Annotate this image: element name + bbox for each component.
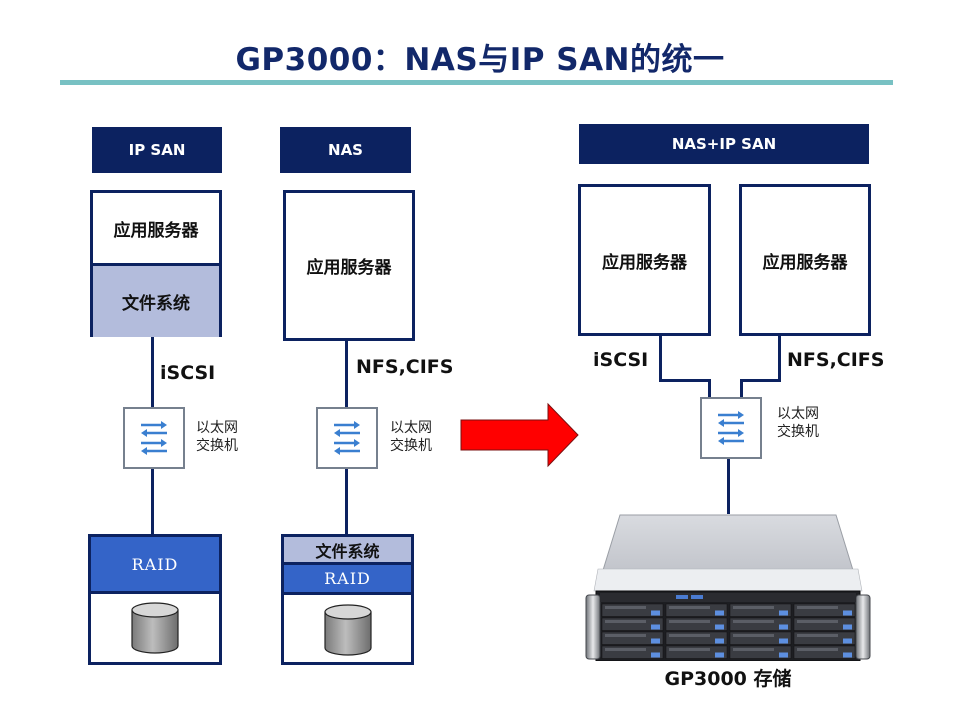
slide-title: GP3000：NAS与IP SAN的统一 bbox=[235, 42, 725, 78]
switch-label-line-1: 以太网 bbox=[196, 420, 238, 436]
nas-raid: RAID bbox=[284, 565, 411, 595]
storage-caption: GP3000 存储 bbox=[664, 668, 792, 690]
nas-link-lower bbox=[345, 469, 348, 534]
drive-bay-grill bbox=[605, 634, 646, 637]
unified-protocol-left: iSCSI bbox=[593, 349, 649, 371]
switch-label-line-2: 交换机 bbox=[777, 424, 819, 440]
drive-bay-grill bbox=[733, 634, 774, 637]
ipsan-link-upper bbox=[151, 337, 154, 407]
drive-bay-grill bbox=[733, 620, 774, 623]
drive-bay-latch bbox=[779, 652, 788, 658]
drive-bay-grill bbox=[797, 620, 838, 623]
nas-header: NAS bbox=[280, 127, 411, 173]
drive-bay-latch bbox=[843, 638, 852, 644]
drive-bay-latch bbox=[715, 652, 724, 658]
drive-bay-latch bbox=[779, 610, 788, 616]
switch-arrows-icon bbox=[334, 421, 360, 455]
ipsan-app-server: 应用服务器 bbox=[113, 220, 199, 241]
switch-label-line-2: 交换机 bbox=[196, 438, 238, 454]
right-arrow-icon bbox=[460, 402, 579, 468]
ipsan-raid: RAID bbox=[91, 537, 219, 594]
nas-ethernet-switch bbox=[316, 407, 378, 469]
unified-app-server-left: 应用服务器 bbox=[578, 184, 711, 336]
drive-bay-grill bbox=[605, 648, 646, 651]
drive-bay-latch bbox=[651, 652, 660, 658]
drive-bay-grill bbox=[669, 620, 710, 623]
unified-protocol-right: NFS,CIFS bbox=[787, 349, 885, 371]
drive-bay-latch bbox=[715, 610, 724, 616]
drive-bay-grill bbox=[605, 606, 646, 609]
nas-app-server: 应用服务器 bbox=[283, 190, 415, 341]
drive-bay-latch bbox=[651, 610, 660, 616]
drive-bay-latch bbox=[843, 652, 852, 658]
unified-link-left-drop bbox=[708, 379, 711, 397]
ipsan-file-system: 文件系统 bbox=[93, 263, 219, 337]
unified-link-storage bbox=[727, 459, 730, 514]
drive-bay-latch bbox=[651, 638, 660, 644]
drive-bay-grill bbox=[797, 648, 838, 651]
unified-switch-label: 以太网 交换机 bbox=[777, 405, 819, 441]
unified-header: NAS+IP SAN bbox=[579, 124, 869, 164]
nas-file-system: 文件系统 bbox=[284, 537, 411, 565]
ipsan-header: IP SAN bbox=[92, 127, 222, 173]
disk-cylinder-icon bbox=[131, 602, 179, 654]
ipsan-switch-label: 以太网 交换机 bbox=[196, 419, 238, 455]
ipsan-disk bbox=[91, 594, 219, 662]
nas-disk bbox=[284, 595, 411, 665]
drive-bay-latch bbox=[715, 638, 724, 644]
disk-cylinder-icon bbox=[323, 604, 372, 656]
drive-bay-latch bbox=[651, 624, 660, 630]
switch-label-line-2: 交换机 bbox=[390, 438, 432, 454]
drive-bay-grill bbox=[605, 620, 646, 623]
ipsan-server-stack: 应用服务器 文件系统 bbox=[90, 190, 222, 337]
drive-bay-grill bbox=[797, 634, 838, 637]
switch-arrows-icon bbox=[718, 411, 744, 445]
ipsan-link-lower bbox=[151, 469, 154, 534]
drive-bay-grill bbox=[669, 634, 710, 637]
drive-bay-latch bbox=[779, 624, 788, 630]
drive-bay-grill bbox=[669, 606, 710, 609]
rack-storage-server-icon bbox=[585, 514, 871, 661]
nas-storage: 文件系统 RAID bbox=[281, 534, 414, 665]
drive-bay-latch bbox=[843, 624, 852, 630]
switch-label-line-1: 以太网 bbox=[390, 420, 432, 436]
unified-link-right-drop bbox=[740, 379, 743, 397]
title-divider bbox=[60, 80, 893, 85]
drive-bay-latch bbox=[779, 638, 788, 644]
drive-bay-grill bbox=[733, 606, 774, 609]
nas-protocol-label: NFS,CIFS bbox=[356, 356, 454, 378]
unified-ethernet-switch bbox=[700, 397, 762, 459]
drive-bay-latch bbox=[715, 624, 724, 630]
unified-link-left-down bbox=[659, 336, 662, 382]
nas-switch-label: 以太网 交换机 bbox=[390, 419, 432, 455]
unified-link-right-across bbox=[740, 379, 781, 382]
ipsan-ethernet-switch bbox=[123, 407, 185, 469]
drive-bay-latch bbox=[843, 610, 852, 616]
unified-app-server-right: 应用服务器 bbox=[739, 184, 871, 336]
switch-label-line-1: 以太网 bbox=[777, 406, 819, 422]
drive-bay-grill bbox=[797, 606, 838, 609]
ipsan-storage: RAID bbox=[88, 534, 222, 665]
unified-link-left-across bbox=[659, 379, 711, 382]
unified-link-right-down bbox=[778, 336, 781, 382]
ipsan-protocol-label: iSCSI bbox=[160, 362, 216, 384]
drive-bay-grill bbox=[733, 648, 774, 651]
drive-bay-grill bbox=[669, 648, 710, 651]
nas-link-upper bbox=[345, 341, 348, 407]
switch-arrows-icon bbox=[141, 421, 167, 455]
